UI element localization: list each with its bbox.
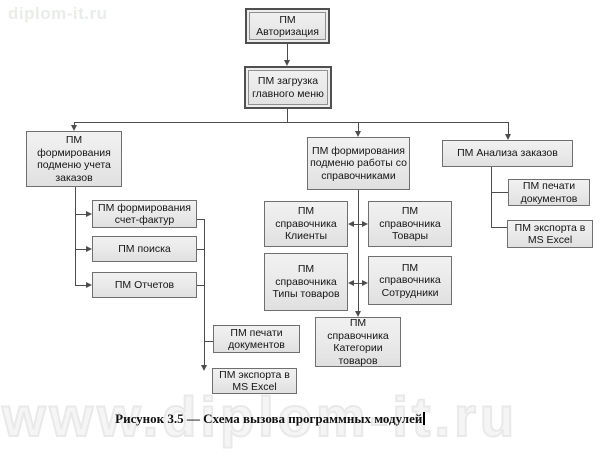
node-orders-submenu-label: ПМ формирования подменю учета заказов <box>37 134 111 184</box>
node-employees-dict: ПМ справочника Сотрудники <box>368 256 452 305</box>
node-main-menu: ПМ загрузка главного меню <box>244 66 332 109</box>
figure-caption-text: Рисунок 3.5 — Схема вызова программных м… <box>115 411 423 426</box>
arrowhead-collector-excel <box>200 365 207 371</box>
connector-stub-reports <box>75 285 86 286</box>
connector-types-employees <box>354 283 362 284</box>
connector-orders-spine <box>75 187 76 286</box>
arrowhead-goods <box>362 220 368 227</box>
connector-search-collector <box>197 249 204 250</box>
arrowhead-drop-analysis <box>504 134 511 140</box>
node-invoices: ПМ формирования счет-фактур <box>92 200 197 228</box>
node-goods-dict-label: ПМ справочника Товары <box>379 205 441 243</box>
connector-analysis-excel <box>491 227 507 228</box>
connector-drop-orders <box>74 122 75 126</box>
arrowhead-goods-types <box>348 279 354 286</box>
node-dictionaries-submenu: ПМ формирования подменю работы со справо… <box>307 137 410 190</box>
node-goods-dict: ПМ справочника Товары <box>368 201 452 247</box>
node-goods-categories-dict: ПМ справочника Категории товаров <box>315 317 401 367</box>
connector-collector-spine <box>204 219 205 366</box>
figure-caption[interactable]: Рисунок 3.5 — Схема вызова программных м… <box>80 411 460 427</box>
arrowhead-auth-mainmenu <box>283 60 290 66</box>
node-goods-categories-dict-label: ПМ справочника Категории товаров <box>327 317 389 367</box>
node-print-docs-orders-label: ПМ печати документов <box>228 326 285 352</box>
arrowhead-drop-orders <box>70 125 77 131</box>
arrowhead-categories <box>354 311 361 317</box>
node-search: ПМ поиска <box>92 236 197 262</box>
arrowhead-clients <box>348 220 354 227</box>
arrowhead-invoices <box>86 210 92 217</box>
node-authorization-label: ПМ Авторизация <box>256 13 319 39</box>
node-clients-dict: ПМ справочника Клиенты <box>264 201 348 247</box>
connector-drop-analysis <box>508 122 509 135</box>
connector-analysis-spine <box>491 167 492 228</box>
node-reports-label: ПМ Отчетов <box>114 278 175 291</box>
node-orders-submenu: ПМ формирования подменю учета заказов <box>26 131 122 187</box>
node-order-analysis-label: ПМ Анализа заказов <box>457 147 558 160</box>
node-main-menu-label: ПМ загрузка главного меню <box>252 75 324 100</box>
node-print-docs-analysis: ПМ печати документов <box>508 179 590 206</box>
node-excel-export-analysis: ПМ экспорта в MS Excel <box>507 220 593 248</box>
arrowhead-reports <box>86 281 92 288</box>
connector-stub-search <box>75 249 86 250</box>
node-order-analysis: ПМ Анализа заказов <box>442 140 573 167</box>
node-goods-types-dict-label: ПМ справочника Типы товаров <box>272 263 340 301</box>
node-excel-export-orders: ПМ экспорта в MS Excel <box>212 368 297 394</box>
node-employees-dict-label: ПМ справочника Сотрудники <box>379 261 441 299</box>
text-cursor <box>423 412 425 425</box>
node-print-docs-orders: ПМ печати документов <box>213 325 300 353</box>
connector-analysis-print <box>491 192 508 193</box>
connector-auth-mainmenu <box>287 44 288 61</box>
connector-drop-dictionaries <box>358 122 359 132</box>
node-goods-types-dict: ПМ справочника Типы товаров <box>264 253 348 311</box>
node-invoices-label: ПМ формирования счет-фактур <box>98 201 191 227</box>
node-print-docs-analysis-label: ПМ печати документов <box>520 180 578 205</box>
node-excel-export-analysis-label: ПМ экспорта в MS Excel <box>514 221 586 247</box>
connector-clients-goods <box>354 224 362 225</box>
watermark-top-left: diplom-it.ru <box>8 4 108 23</box>
arrowhead-drop-dictionaries <box>354 131 361 137</box>
connector-mainmenu-drop <box>287 109 288 123</box>
connector-collector-print <box>204 341 213 342</box>
connector-invoices-collector <box>197 219 204 220</box>
node-authorization: ПМ Авторизация <box>245 8 330 44</box>
watermark-bottom: www.diplom-it.ru <box>1 384 519 449</box>
node-clients-dict-label: ПМ справочника Клиенты <box>275 205 337 243</box>
connector-reports-collector <box>197 285 204 286</box>
node-search-label: ПМ поиска <box>118 242 171 255</box>
connector-distributor <box>74 122 509 123</box>
node-dictionaries-submenu-label: ПМ формирования подменю работы со справо… <box>310 144 407 182</box>
arrowhead-employees <box>362 279 368 286</box>
arrowhead-search <box>86 245 92 252</box>
connector-stub-invoices <box>75 214 86 215</box>
node-reports: ПМ Отчетов <box>92 272 197 298</box>
connector-dictionaries-spine <box>358 190 359 311</box>
node-excel-export-orders-label: ПМ экспорта в MS Excel <box>219 368 290 394</box>
